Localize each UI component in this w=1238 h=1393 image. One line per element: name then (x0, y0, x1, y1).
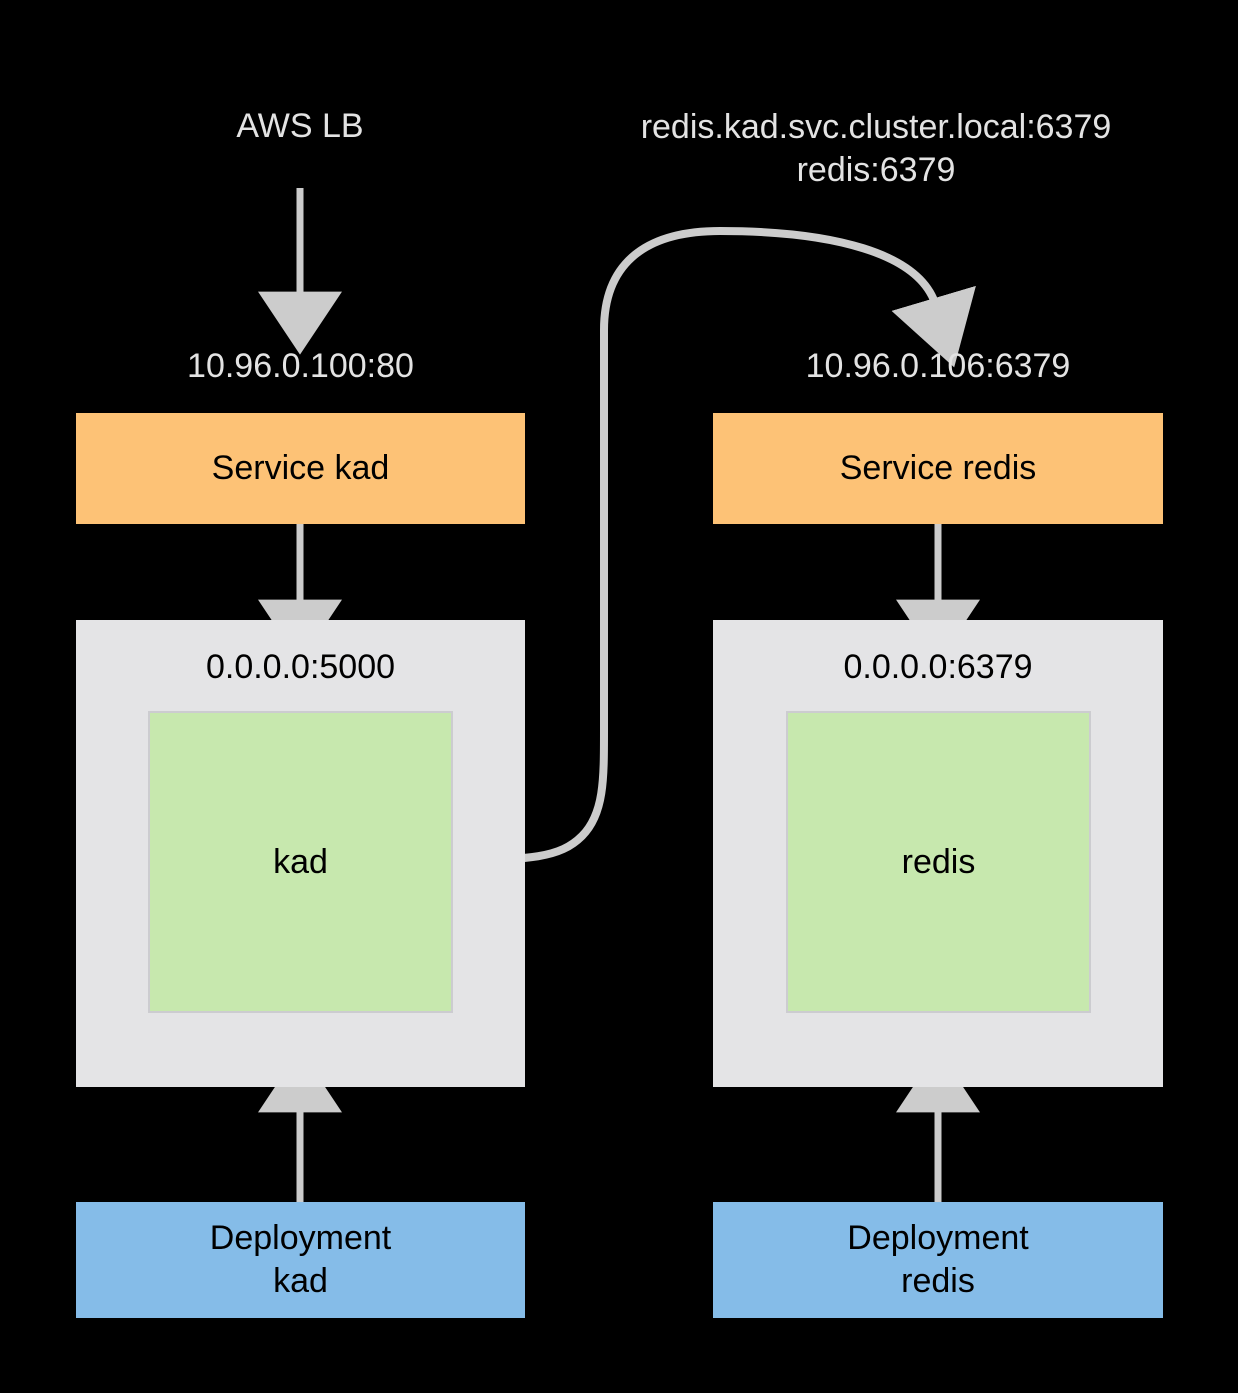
service-kad-box[interactable]: Service kad (76, 413, 525, 524)
service-redis-box[interactable]: Service redis (713, 413, 1163, 524)
container-kad-box[interactable]: kad (148, 711, 453, 1013)
kad-service-ip-label: 10.96.0.100:80 (187, 347, 414, 385)
pod-kad-box[interactable]: 0.0.0.0:5000 kad (76, 620, 525, 1087)
redis-dns-label: redis.kad.svc.cluster.local:6379 redis:6… (556, 106, 1196, 192)
pod-kad-port-label: 0.0.0.0:5000 (205, 648, 396, 686)
deployment-kad-line2: kad (273, 1262, 328, 1300)
redis-service-ip-label: 10.96.0.106:6379 (805, 347, 1071, 385)
pod-redis-box[interactable]: 0.0.0.0:6379 redis (713, 620, 1163, 1087)
deployment-redis-line1: Deployment (847, 1219, 1029, 1257)
deployment-kad-box[interactable]: Deployment kad (76, 1202, 525, 1318)
pod-redis-port-label: 0.0.0.0:6379 (843, 648, 1033, 686)
redis-dns-short-line: redis:6379 (796, 151, 956, 189)
deployment-redis-box[interactable]: Deployment redis (713, 1202, 1163, 1318)
deployment-kad-line1: Deployment (209, 1219, 392, 1257)
deployment-redis-line2: redis (901, 1262, 975, 1300)
container-redis-box[interactable]: redis (786, 711, 1091, 1013)
redis-dns-fqdn-line: redis.kad.svc.cluster.local:6379 (640, 108, 1112, 146)
aws-lb-label: AWS LB (236, 107, 364, 145)
